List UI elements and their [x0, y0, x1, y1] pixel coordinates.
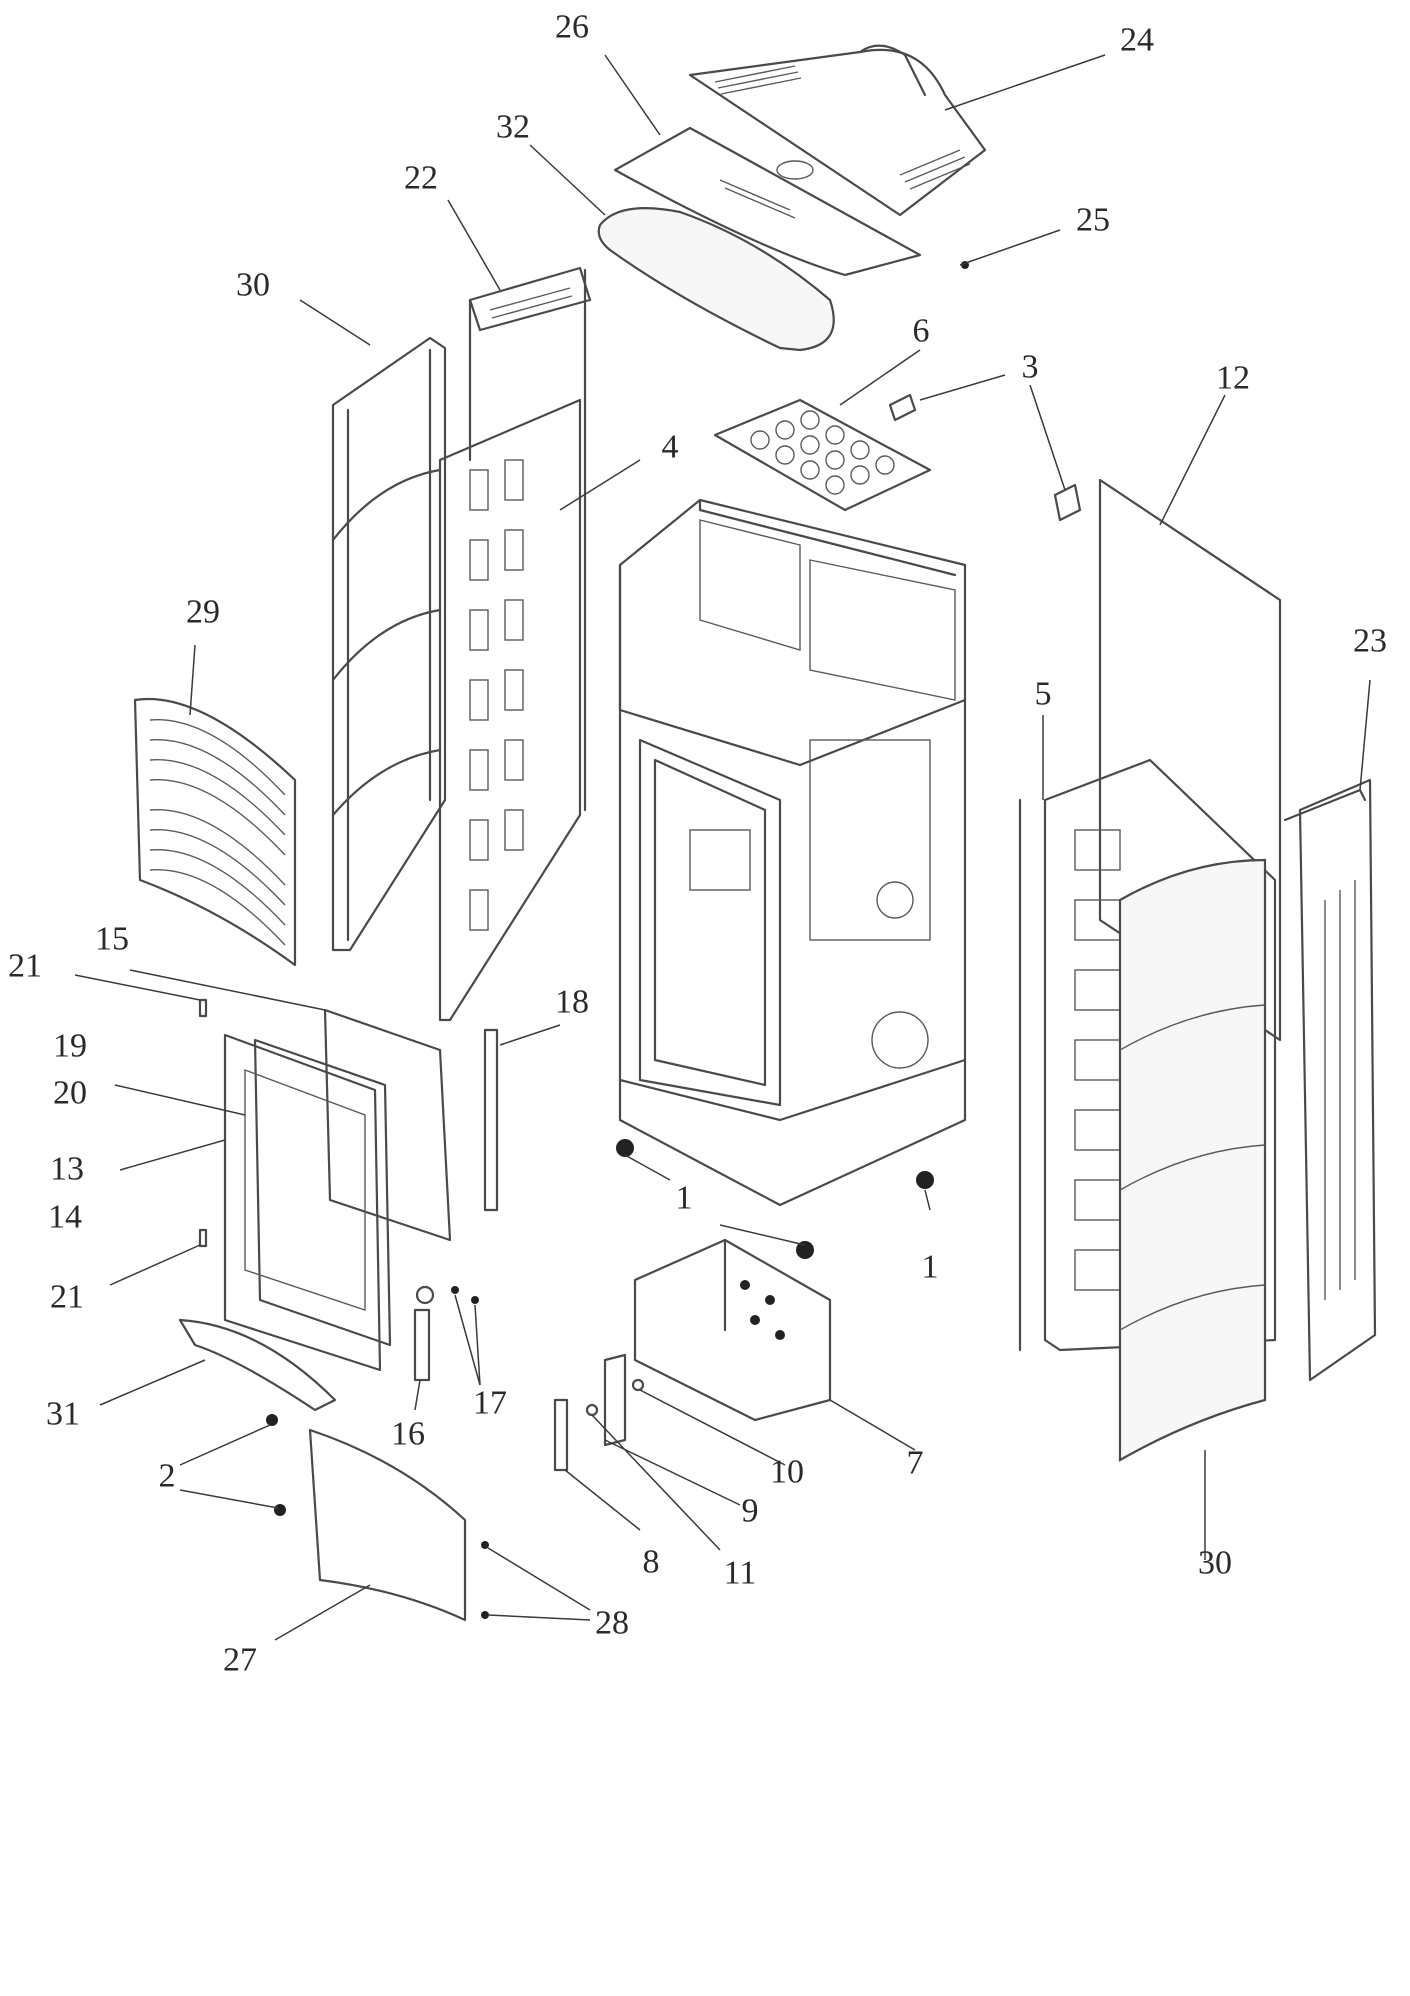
- label-4: 4: [662, 429, 679, 466]
- callout-labels: 26 24 32 22 25 30 6 3 12 4 29 23 5 15 21…: [8, 9, 1387, 1679]
- part-24-top-lid: [688, 44, 987, 217]
- label-20: 20: [53, 1075, 87, 1112]
- label-29: 29: [186, 594, 220, 631]
- part-28-screws: [481, 1541, 489, 1619]
- part-27-lower-front-panel: [308, 1428, 467, 1622]
- part-11-screw: [585, 1403, 599, 1417]
- label-32: 32: [496, 109, 530, 146]
- part-9-plate: [603, 1353, 627, 1447]
- label-27: 27: [223, 1642, 257, 1679]
- label-2: 2: [159, 1458, 176, 1495]
- part-15-glass: [323, 1008, 452, 1242]
- part-2-knobs: [266, 1414, 286, 1516]
- label-30-left: 30: [236, 267, 270, 304]
- label-22: 22: [404, 160, 438, 197]
- part-3-clips: [888, 393, 1082, 522]
- label-31: 31: [46, 1396, 80, 1433]
- stove-main-body: [618, 498, 967, 1207]
- part-18-vertical-strip: [483, 1028, 499, 1212]
- part-6-top-grate: [713, 398, 932, 512]
- label-25: 25: [1076, 202, 1110, 239]
- label-23: 23: [1353, 623, 1387, 660]
- label-3: 3: [1022, 349, 1039, 386]
- part-26-top-plate: [613, 126, 922, 277]
- part-30-left-side-frame: [331, 336, 447, 952]
- label-13: 13: [50, 1151, 84, 1188]
- label-1-right: 1: [922, 1249, 939, 1286]
- leader-lines: [74, 54, 1371, 1641]
- part-4-left-internal-panel: [438, 268, 587, 1022]
- label-12: 12: [1216, 360, 1250, 397]
- label-28: 28: [595, 1605, 629, 1642]
- part-29-front-grille: [133, 697, 297, 967]
- label-24: 24: [1120, 22, 1154, 59]
- part-1-feet: [616, 1139, 934, 1259]
- label-16: 16: [391, 1416, 425, 1453]
- part-21-pins: [198, 998, 208, 1248]
- label-14: 14: [48, 1199, 82, 1236]
- label-7: 7: [907, 1445, 924, 1482]
- part-17-screws: [451, 1286, 479, 1304]
- part-8-bracket: [553, 1398, 569, 1472]
- label-15: 15: [95, 921, 129, 958]
- label-17: 17: [473, 1385, 507, 1422]
- part-7-ash-box: [633, 1238, 832, 1422]
- label-6: 6: [913, 313, 930, 350]
- part-22-rear-vent-panel: [468, 266, 592, 332]
- label-10: 10: [770, 1454, 804, 1491]
- label-11: 11: [724, 1555, 757, 1592]
- part-32-arched-cover: [597, 207, 835, 352]
- label-30-right: 30: [1198, 1545, 1232, 1582]
- part-23-right-vent-panel: [1283, 778, 1377, 1382]
- part-10-screw: [631, 1378, 645, 1392]
- label-5: 5: [1035, 676, 1052, 713]
- part-5-right-internal-panel: [1018, 758, 1277, 1352]
- label-19: 19: [53, 1028, 87, 1065]
- label-21-bottom: 21: [50, 1279, 84, 1316]
- label-8: 8: [643, 1544, 660, 1581]
- label-1-left: 1: [676, 1180, 693, 1217]
- label-9: 9: [742, 1493, 759, 1530]
- part-31-ash-drawer-front: [178, 1318, 337, 1412]
- part-30-right-side-cover: [1118, 858, 1267, 1462]
- part-12-right-rear-panel: [1098, 478, 1282, 1042]
- label-26: 26: [555, 9, 589, 46]
- label-21-top: 21: [8, 948, 42, 985]
- part-13-door-frame: [223, 1033, 392, 1372]
- label-18: 18: [555, 984, 589, 1021]
- part-16-handle: [413, 1285, 435, 1382]
